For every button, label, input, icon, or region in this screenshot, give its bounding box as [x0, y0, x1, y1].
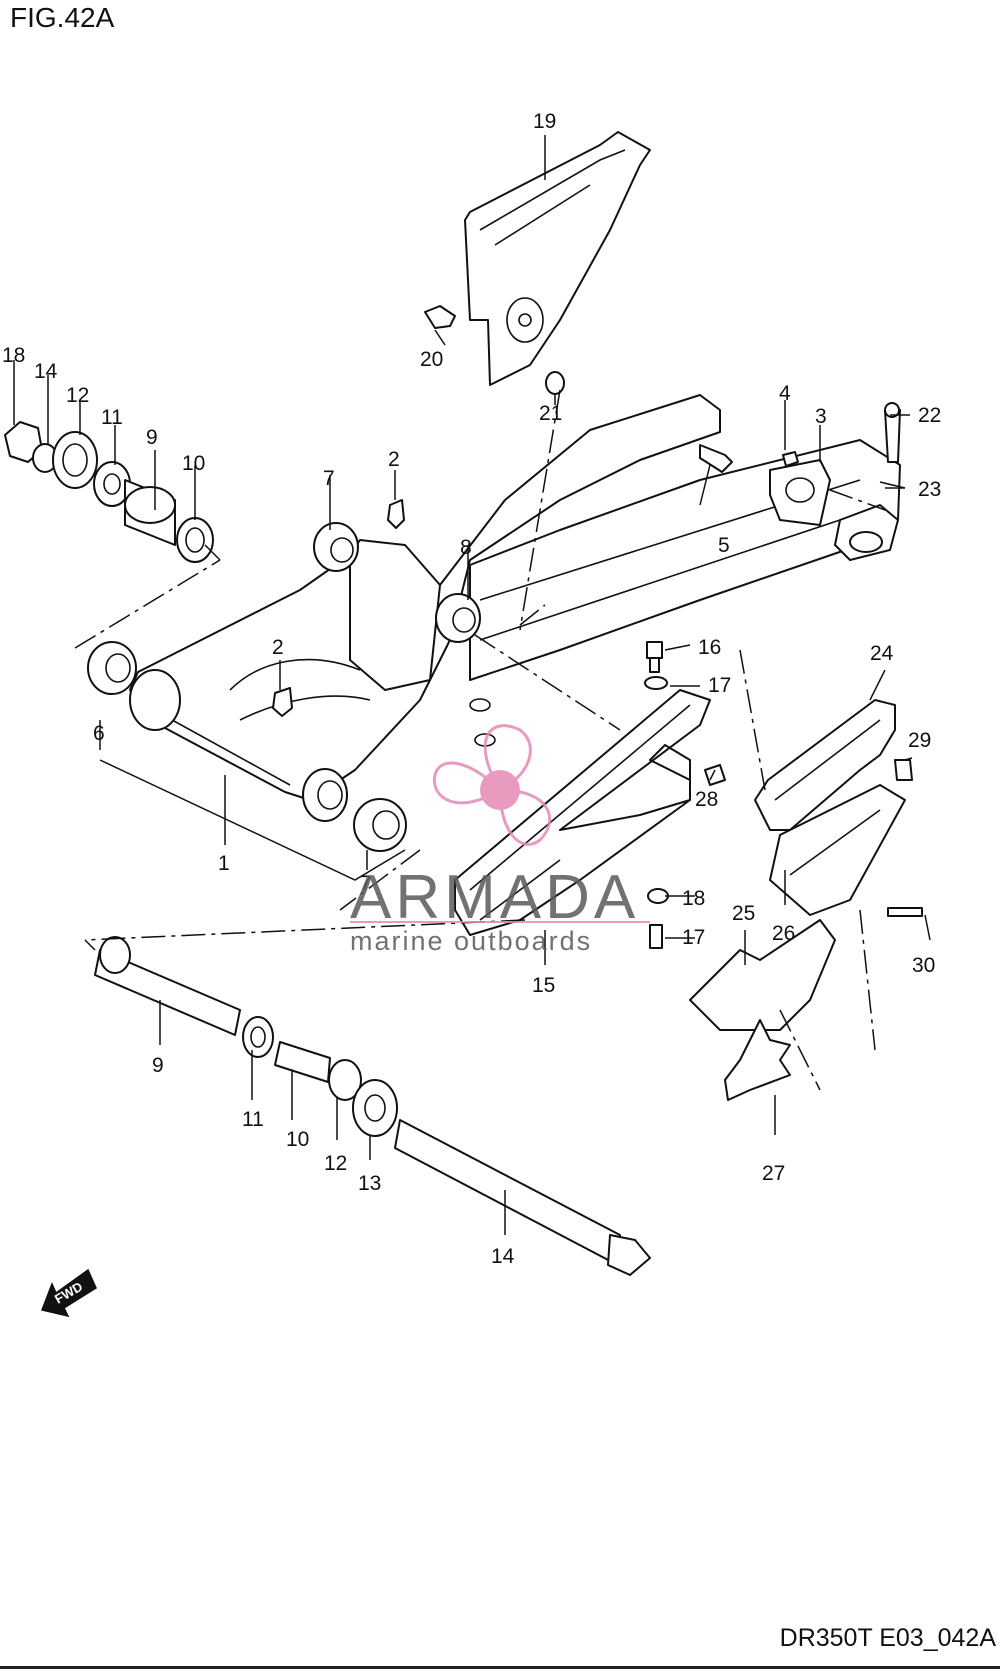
bolt-17b: [649, 924, 663, 949]
seal-10b: [242, 1016, 274, 1058]
chain-guide-assembly: [689, 699, 923, 1101]
bearings: [87, 522, 481, 852]
seal-12b: [352, 1079, 398, 1137]
callout-14-text: 14: [34, 360, 58, 383]
diagram-code: DR350T E03_042A: [779, 1624, 996, 1652]
bearing-6a: [87, 641, 137, 695]
bolt-30: [887, 907, 923, 917]
callout-7a: 7: [323, 467, 335, 490]
left-bearing-stack: [4, 421, 214, 563]
callout-labels: 19 20 21 2 7 8 2 6 1 7 4 3 5 22 23 16 17…: [2, 110, 941, 1268]
clip-23: [879, 481, 906, 489]
seal-12: [52, 431, 98, 489]
spacer-9b: [274, 1041, 331, 1083]
callout-18b: 18: [682, 887, 705, 910]
seal-10: [176, 517, 214, 563]
callout-17a: 16: [698, 636, 721, 659]
callout-15: 18: [2, 344, 25, 367]
guide-26: [769, 784, 906, 916]
pivot-bolt-13: [394, 1119, 621, 1263]
bolt-29: [894, 759, 913, 781]
bearing-7a: [313, 522, 359, 572]
callout-19: 19: [533, 110, 556, 133]
guide-24: [754, 699, 896, 831]
bolt-28: [704, 764, 726, 786]
propeller-logo-icon: [432, 724, 551, 846]
bearing-6b: [353, 798, 407, 852]
callout-23: 23: [918, 478, 941, 501]
callout-2a: 2: [388, 448, 400, 471]
bottom-border: [0, 1666, 1000, 1669]
callout-2b: 2: [272, 636, 284, 659]
callout-10b: 11: [242, 1108, 264, 1131]
watermark-tagline: marine outboards: [350, 926, 592, 956]
callout-17b: 17: [682, 926, 705, 949]
chain-slider-16: [454, 689, 711, 936]
callout-22: 22: [918, 404, 941, 427]
callout-12a-label: 12: [66, 384, 89, 407]
callout-18a: 17: [708, 674, 731, 697]
slider-fasteners: [644, 641, 669, 949]
callout-9b: 10: [286, 1128, 309, 1151]
callout-4: 4: [779, 382, 791, 405]
callout-16: 15: [532, 974, 555, 997]
callout-25: 25: [732, 902, 755, 925]
washer-21: [545, 371, 565, 395]
screw-5: [699, 444, 733, 473]
guard-27: [724, 1019, 791, 1101]
callout-13: 14: [491, 1245, 515, 1268]
callout-26: 26: [772, 922, 795, 945]
callout-20: 20: [420, 348, 443, 371]
bolt-4: [782, 451, 799, 467]
forward-arrow-icon: FWD: [40, 1268, 97, 1318]
bearing-7b: [435, 593, 481, 643]
small-fittings: [272, 305, 906, 717]
armada-watermark: ARMADA marine outboards: [350, 724, 650, 956]
bolt-20: [424, 305, 456, 329]
washer-11b: [328, 1059, 362, 1101]
callout-7b: 8: [460, 536, 472, 559]
callout-29: 29: [908, 729, 931, 752]
callout-11b: 12: [324, 1152, 347, 1175]
guide-plate-25: [689, 919, 836, 1031]
callout-8-label: 9: [152, 1054, 164, 1077]
callout-9a: 9: [146, 426, 158, 449]
pivot-shaft-stack: [94, 936, 651, 1276]
chain-guard-19: [464, 131, 651, 386]
callout-28: 28: [695, 788, 718, 811]
watermark-brand: ARMADA: [350, 863, 639, 932]
callout-21: 21: [539, 402, 562, 425]
figure-title: FIG.42A: [10, 2, 115, 33]
callout-30: 30: [912, 954, 935, 977]
callout-6b: 7: [360, 872, 372, 895]
grease-nipple-2b: [272, 687, 293, 717]
bolt-17a: [646, 641, 663, 659]
callout-27: 27: [762, 1162, 785, 1185]
callout-24: 24: [870, 642, 894, 665]
tube-8: [94, 949, 241, 1036]
grease-nipple-2a: [387, 499, 405, 529]
callout-5: 5: [718, 534, 730, 557]
callout-3: 3: [815, 405, 827, 428]
leader-lines: [13, 135, 931, 1235]
callout-6a: 6: [93, 722, 105, 745]
bracket-3: [769, 459, 831, 526]
callout-11a: 11: [101, 406, 123, 429]
washer-18a: [644, 676, 668, 690]
callout-1: 1: [218, 852, 230, 875]
assembly-lines: [74, 389, 886, 1091]
callout-10a: 10: [182, 452, 205, 475]
callout-12b: 13: [358, 1172, 381, 1195]
